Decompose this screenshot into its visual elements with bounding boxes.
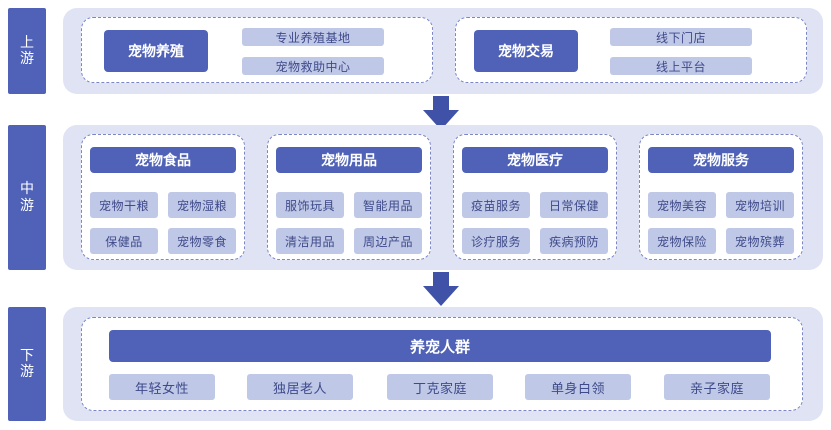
upstream-band: 宠物养殖 专业养殖基地 宠物救助中心 宠物交易 线下门店 线上平台 xyxy=(63,8,823,94)
upstream-group-breeding: 宠物养殖 专业养殖基地 宠物救助中心 xyxy=(81,17,433,83)
breeding-item-1: 专业养殖基地 xyxy=(242,28,384,46)
breeding-item-2: 宠物救助中心 xyxy=(242,57,384,75)
food-item-4: 宠物零食 xyxy=(168,228,236,254)
upstream-tag-label: 上游 xyxy=(20,34,35,67)
food-item-1: 宠物干粮 xyxy=(90,192,158,218)
supplies-item-4: 周边产品 xyxy=(354,228,422,254)
owner-segment-5: 亲子家庭 xyxy=(664,374,770,400)
supplies-item-1: 服饰玩具 xyxy=(276,192,344,218)
supplies-title: 宠物用品 xyxy=(276,147,422,173)
services-title: 宠物服务 xyxy=(648,147,794,173)
trading-title: 宠物交易 xyxy=(474,30,578,72)
upstream-tag: 上游 xyxy=(8,8,46,94)
down-arrow-icon xyxy=(423,96,459,130)
services-item-2: 宠物培训 xyxy=(726,192,794,218)
food-item-3: 保健品 xyxy=(90,228,158,254)
medical-item-1: 疫苗服务 xyxy=(462,192,530,218)
downstream-tag-label: 下游 xyxy=(20,347,35,380)
food-title: 宠物食品 xyxy=(90,147,236,173)
owner-segment-1: 年轻女性 xyxy=(109,374,215,400)
down-arrow-icon xyxy=(423,272,459,306)
breeding-title: 宠物养殖 xyxy=(104,30,208,72)
pet-owners-title: 养宠人群 xyxy=(109,330,771,362)
downstream-tag: 下游 xyxy=(8,307,46,421)
medical-item-2: 日常保健 xyxy=(540,192,608,218)
midstream-group-food: 宠物食品 宠物干粮 宠物湿粮 保健品 宠物零食 xyxy=(81,134,245,260)
services-item-1: 宠物美容 xyxy=(648,192,716,218)
food-item-2: 宠物湿粮 xyxy=(168,192,236,218)
midstream-tag-label: 中游 xyxy=(20,181,35,214)
midstream-band: 宠物食品 宠物干粮 宠物湿粮 保健品 宠物零食 宠物用品 服饰玩具 智能用品 清… xyxy=(63,125,823,270)
trading-item-1: 线下门店 xyxy=(610,28,752,46)
medical-title: 宠物医疗 xyxy=(462,147,608,173)
medical-item-3: 诊疗服务 xyxy=(462,228,530,254)
owner-segment-4: 单身白领 xyxy=(525,374,631,400)
midstream-tag: 中游 xyxy=(8,125,46,270)
downstream-group: 养宠人群 年轻女性 独居老人 丁克家庭 单身白领 亲子家庭 xyxy=(81,317,803,411)
medical-item-4: 疾病预防 xyxy=(540,228,608,254)
midstream-group-medical: 宠物医疗 疫苗服务 日常保健 诊疗服务 疾病预防 xyxy=(453,134,617,260)
trading-item-2: 线上平台 xyxy=(610,57,752,75)
supplies-item-2: 智能用品 xyxy=(354,192,422,218)
midstream-group-services: 宠物服务 宠物美容 宠物培训 宠物保险 宠物殡葬 xyxy=(639,134,803,260)
upstream-group-trading: 宠物交易 线下门店 线上平台 xyxy=(455,17,807,83)
owner-segment-2: 独居老人 xyxy=(247,374,353,400)
services-item-4: 宠物殡葬 xyxy=(726,228,794,254)
midstream-group-supplies: 宠物用品 服饰玩具 智能用品 清洁用品 周边产品 xyxy=(267,134,431,260)
supplies-item-3: 清洁用品 xyxy=(276,228,344,254)
services-item-3: 宠物保险 xyxy=(648,228,716,254)
owner-segment-3: 丁克家庭 xyxy=(387,374,493,400)
downstream-band: 养宠人群 年轻女性 独居老人 丁克家庭 单身白领 亲子家庭 xyxy=(63,307,823,421)
